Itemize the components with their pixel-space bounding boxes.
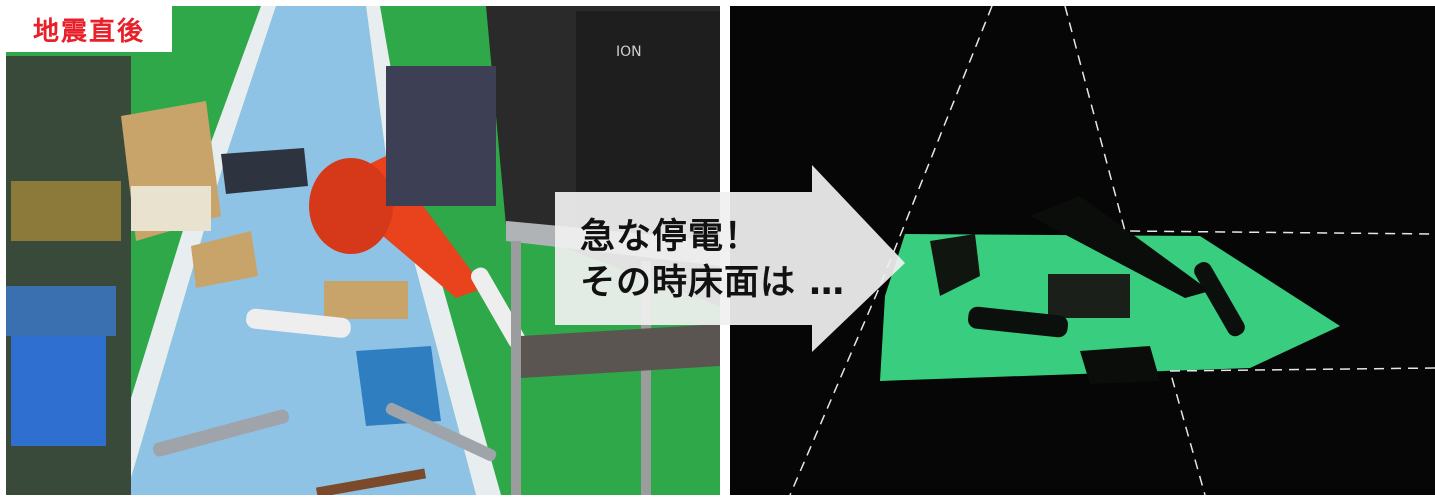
guide-bottom <box>1169 367 1435 495</box>
wrench <box>152 409 290 457</box>
table-leg <box>511 241 521 495</box>
hammer <box>315 468 427 495</box>
small-box-2 <box>324 281 408 319</box>
silhouette-basket <box>1080 346 1160 384</box>
lane-line-left <box>101 6 276 495</box>
table-leg-2 <box>641 261 651 495</box>
silhouette-box <box>930 234 980 296</box>
wrench-2 <box>385 402 497 462</box>
blue-bin <box>11 336 106 446</box>
silhouette-box-2 <box>1048 274 1130 318</box>
caption-line-1: 急な停電！ <box>580 217 761 257</box>
rack-box <box>11 181 121 241</box>
blue-basket <box>356 346 441 426</box>
box-label <box>131 186 211 231</box>
cone-base <box>309 158 393 254</box>
caulk-tube <box>246 308 351 338</box>
dark-crate <box>221 148 308 194</box>
arrow-caption: 急な停電！ その時床面は … <box>580 214 845 306</box>
small-box <box>191 231 258 288</box>
rack-shelf <box>6 286 116 336</box>
table-shelf <box>521 324 720 378</box>
silhouette-tube-2 <box>1194 262 1245 337</box>
guide-top <box>1064 6 1435 235</box>
caption-line-2: その時床面は … <box>580 263 846 303</box>
silhouette-cone <box>1030 196 1210 298</box>
tool-cart <box>386 66 496 206</box>
dashed-guides <box>789 6 1435 495</box>
silhouette-tube <box>968 306 1068 338</box>
label-badge: 地震直後 <box>6 6 172 52</box>
speaker-logo: ION <box>616 44 642 60</box>
arrow-right-icon <box>555 165 905 352</box>
